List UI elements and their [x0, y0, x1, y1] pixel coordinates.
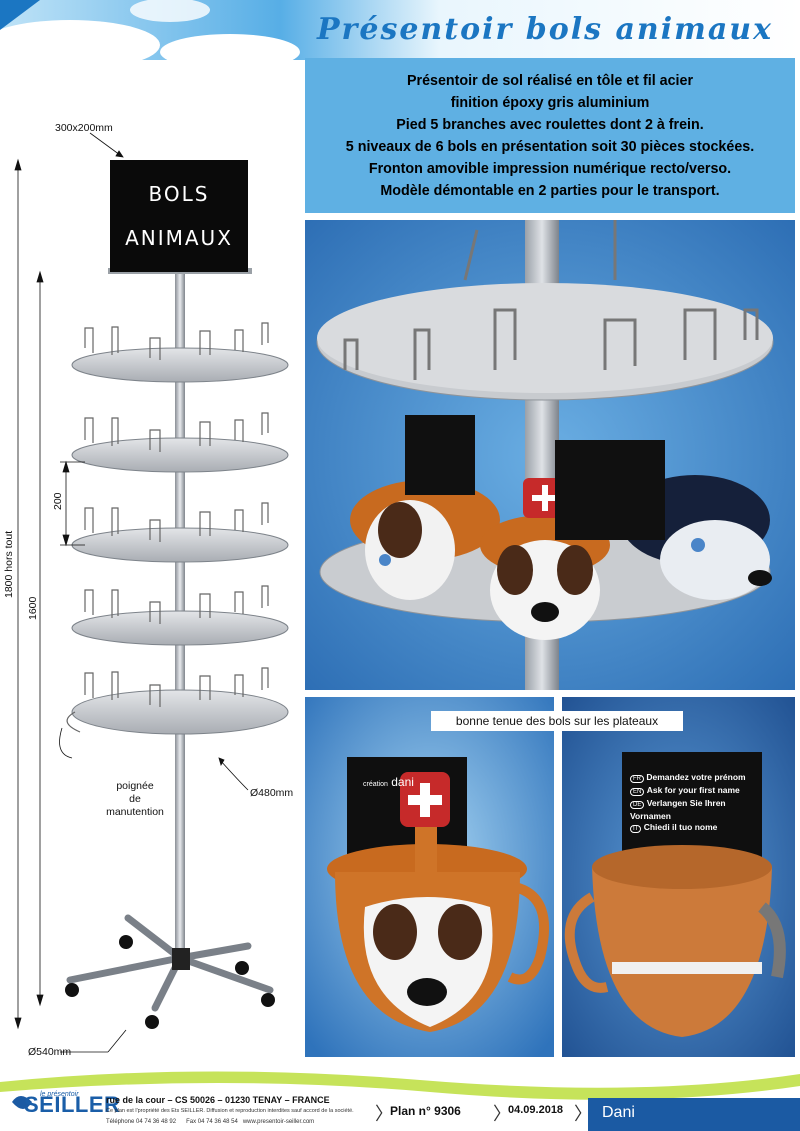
company-logo: SEILLER [24, 1092, 121, 1117]
plan-number: Plan n° 9306 [390, 1104, 461, 1118]
tray-4 [71, 585, 289, 646]
header-sky-decoration [0, 0, 800, 60]
tray-1 [71, 322, 289, 383]
description-line: Fronton amovible impression numérique re… [368, 161, 732, 177]
photo-stand-closeup [305, 220, 795, 690]
photo-mug-back: FR Demandez votre prénom EN Ask for your… [562, 697, 795, 1057]
tray-3 [71, 502, 289, 563]
chevron-right-icon: 〉 [574, 1104, 592, 1124]
total-height-label: 1800 hors tout [3, 530, 15, 598]
card-text-block: FR Demandez votre prénom EN Ask for your… [630, 772, 746, 833]
chevron-right-icon: 〉 [375, 1104, 393, 1124]
photo-caption: bonne tenue des bols sur les plateaux [431, 711, 683, 731]
sign-line-1: BOLS [148, 182, 210, 206]
caster-wheels [65, 935, 275, 1029]
mug-center [480, 478, 610, 640]
sign-panel: BOLS ANIMAUX [110, 160, 248, 272]
description-line: Pied 5 branches avec roulettes dont 2 à … [396, 117, 704, 133]
company-address: rue de la cour – CS 50026 – 01230 TENAY … [106, 1095, 330, 1105]
tray-2 [71, 412, 289, 473]
sign-size-label: 300x200mm [55, 122, 113, 134]
spacing-label: 200 [52, 492, 64, 510]
handle-label: poignée de manutention [106, 780, 164, 818]
contact-line: Téléphone 04 74 36 48 92 Fax 04 74 36 48… [106, 1119, 315, 1125]
product-name: Dani [588, 1098, 800, 1131]
display-stand-drawing [14, 132, 289, 1053]
tray-diameter-label: Ø480mm [250, 787, 294, 799]
description-line: 5 niveaux de 6 bols en présentation soit… [345, 139, 755, 155]
page-title: Présentoir bols animaux [317, 12, 773, 47]
stand-base [66, 914, 274, 1012]
mug-left [350, 480, 500, 600]
card-brand: création dani [363, 775, 414, 789]
description-line: Présentoir de sol réalisé en tôle et fil… [406, 73, 694, 89]
plan-date: 04.09.2018 [508, 1104, 564, 1116]
height-label: 1600 [27, 596, 39, 620]
description-line: Modèle démontable en 2 parties pour le t… [380, 183, 720, 199]
sign-line-2: ANIMAUX [125, 226, 233, 250]
tray-5 [66, 667, 289, 735]
chevron-right-icon: 〉 [493, 1104, 511, 1124]
legal-notice: Ce plan est l'propriété des Ets SEILLER.… [106, 1108, 354, 1114]
base-diameter-label: Ø540mm [28, 1046, 72, 1058]
description-line: finition époxy gris aluminium [450, 95, 650, 111]
description-box: Présentoir de sol réalisé en tôle et fil… [305, 58, 795, 213]
logo-tagline: le présentoir [40, 1091, 79, 1098]
photo-mug-front: création dani [305, 697, 554, 1057]
